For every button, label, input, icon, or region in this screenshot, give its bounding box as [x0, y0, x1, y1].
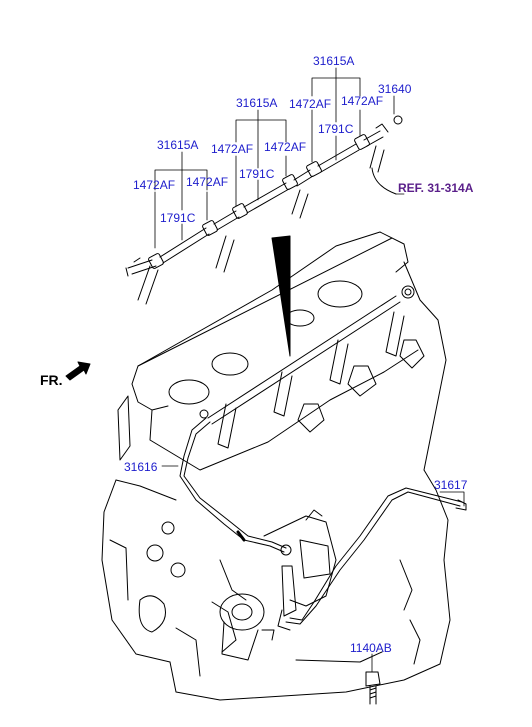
label-1472af-right-b[interactable]: 1472AF [341, 94, 384, 108]
return-pipe-31616 [179, 409, 292, 556]
front-arrow-icon [65, 361, 91, 381]
label-1472af-right-a[interactable]: 1472AF [289, 97, 332, 111]
label-1791c-middle[interactable]: 1791C [239, 167, 275, 181]
label-ref-31-314a[interactable]: REF. 31-314A [398, 181, 474, 195]
pointer-wedge [271, 235, 291, 357]
label-1472af-middle-a[interactable]: 1472AF [211, 142, 254, 156]
label-31615a-middle[interactable]: 31615A [236, 96, 278, 110]
label-31615a-right[interactable]: 31615A [313, 54, 355, 68]
callout-leaders [154, 67, 465, 673]
label-31616[interactable]: 31616 [124, 460, 158, 474]
label-1140ab[interactable]: 1140AB [350, 641, 392, 655]
label-1472af-left-b[interactable]: 1472AF [186, 175, 229, 189]
return-pipe-31617 [277, 487, 467, 631]
engine-block [101, 231, 451, 701]
label-31615a-left[interactable]: 31615A [157, 138, 199, 152]
leak-off-pipe-assembly [125, 115, 403, 305]
label-1791c-right[interactable]: 1791C [318, 122, 354, 136]
label-1472af-middle-b[interactable]: 1472AF [264, 140, 307, 154]
label-1791c-left[interactable]: 1791C [160, 211, 196, 225]
direction-label: FR. [40, 372, 63, 388]
label-1472af-left-a[interactable]: 1472AF [133, 178, 176, 192]
bolt-1140ab [365, 671, 381, 705]
label-31640[interactable]: 31640 [378, 82, 412, 96]
label-31617[interactable]: 31617 [434, 478, 468, 492]
